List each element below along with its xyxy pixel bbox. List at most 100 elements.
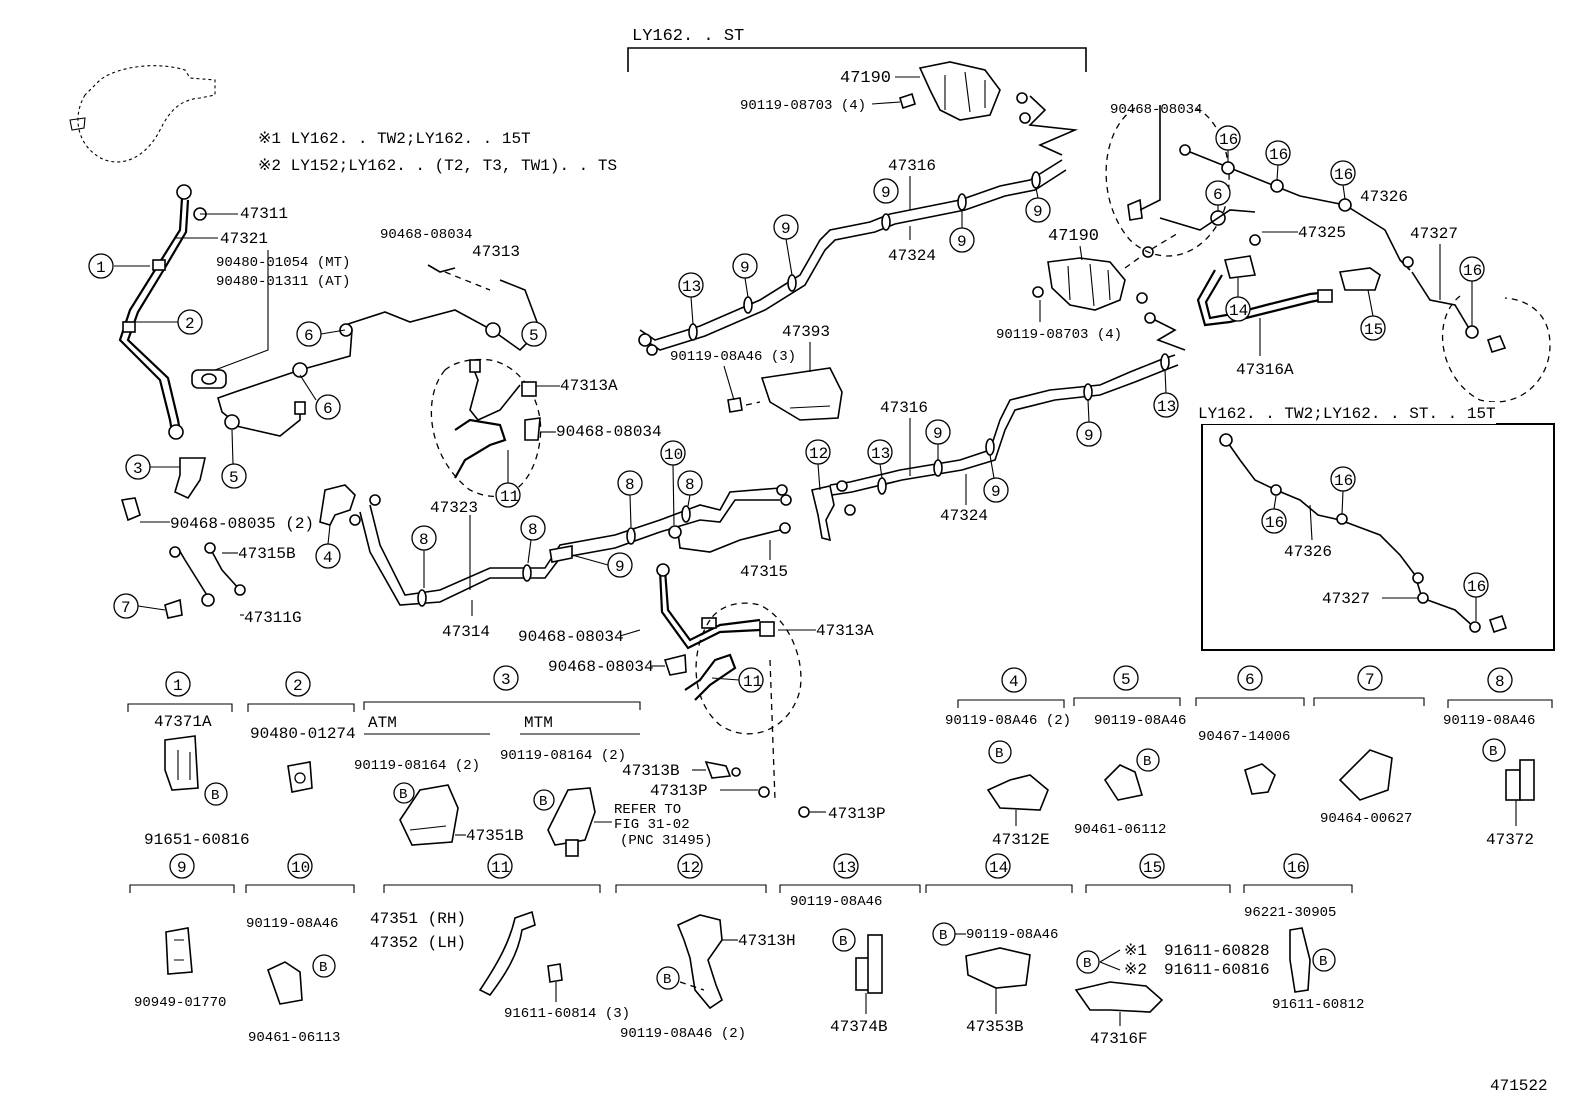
svg-text:90119-08A46 (2): 90119-08A46 (2) [620,1026,746,1042]
ref-9f: 9 [1025,197,1051,223]
callout-47393: 47393 [782,323,830,341]
ref-8c: 8 [617,470,643,496]
svg-text:16: 16 [1334,166,1353,184]
svg-text:16: 16 [1265,514,1284,532]
callout-47313B: 47313B [622,762,680,780]
legend-13: 13 90119-08A46 B 47374B [779,853,921,1036]
ref-3: 3 [125,454,151,480]
callout-90119-08703-b: 90119-08703 (4) [996,327,1122,343]
callout-47327-a: 47327 [1410,225,1458,243]
note-1: ※1 LY162. . TW2;LY162. . 15T [258,130,531,148]
svg-text:B: B [663,972,671,988]
note-2: ※2 LY152;LY162. . (T2, T3, TW1). . TS [258,157,617,175]
svg-text:16: 16 [1334,472,1353,490]
ref-11a: 11 [495,482,521,508]
legend-11: 11 47351 (RH) 47352 (LH) 91611-60814 (3) [370,853,630,1022]
legend-8: 8 90119-08A46 B 47372 [1443,667,1553,849]
svg-text:REFER TO: REFER TO [614,802,681,818]
svg-text:16: 16 [1463,262,1482,280]
svg-text:9: 9 [1084,427,1094,445]
svg-text:90119-08A46: 90119-08A46 [1094,713,1186,729]
ref-6b: 6 [315,394,341,420]
svg-text:5: 5 [229,469,239,487]
svg-text:13: 13 [682,278,701,296]
svg-text:13: 13 [871,445,890,463]
ref-9a: 9 [607,552,633,578]
callout-47316-b: 47316 [880,399,928,417]
svg-text:9: 9 [781,220,791,238]
main-pipe-47314 [359,484,792,607]
valve-47190-lower [1032,231,1186,351]
svg-text:13: 13 [1157,398,1176,416]
svg-text:90461-06113: 90461-06113 [248,1030,340,1046]
callout-90468-08034-d: 90468-08034 [548,658,654,676]
callout-90480-01311: 90480-01311 (AT) [216,274,350,290]
ref-9b: 9 [732,253,758,279]
svg-text:2: 2 [185,315,195,333]
svg-text:B: B [539,794,547,810]
svg-text:90467-14006: 90467-14006 [1198,729,1290,745]
ref-13a: 13 [678,272,704,298]
svg-text:FIG 31-02: FIG 31-02 [614,817,690,833]
ref-7: 7 [113,593,139,619]
svg-text:4: 4 [1009,673,1019,691]
inset-box: LY162. . TW2;LY162. . ST. . 15T [1196,402,1555,651]
svg-text:(PNC 31495): (PNC 31495) [620,833,712,849]
svg-text:16: 16 [1467,578,1486,596]
svg-text:11: 11 [743,673,762,691]
svg-text:47312E: 47312E [992,831,1050,849]
callout-90468-08034-a: 90468-08034 [380,227,472,243]
svg-text:91611-60814 (3): 91611-60814 (3) [504,1006,630,1022]
legend-15: 15 B ※1 91611-60828 ※2 91611-60816 47316… [1074,853,1270,1048]
callout-47327-b: 47327 [1322,590,1370,608]
callout-90468-08034-c: 90468-08034 [518,628,624,646]
callout-47313P-b: 47313P [828,805,886,823]
svg-text:47351B: 47351B [466,827,524,845]
svg-text:47353B: 47353B [966,1018,1024,1036]
svg-text:ATM: ATM [368,714,397,732]
ref-11b: 11 [738,667,764,693]
ref-4: 4 [315,543,341,569]
ref-12: 12 [805,439,831,465]
callout-47316A: 47316A [1236,361,1294,379]
lower-flex-hose [656,563,802,801]
svg-text:B: B [399,787,407,803]
callout-47325: 47325 [1298,224,1346,242]
ref-16c: 16 [1330,160,1356,186]
svg-text:47374B: 47374B [830,1018,888,1036]
svg-text:9: 9 [1033,203,1043,221]
figure-id: 471522 [1490,1077,1548,1095]
svg-text:8: 8 [625,476,635,494]
svg-text:90119-08A46: 90119-08A46 [790,894,882,910]
legend-7: 7 90464-00627 [1313,665,1425,827]
callout-47323: 47323 [430,499,478,517]
legend-14: 14 B 90119-08A46 47353B [925,853,1073,1036]
ref-6c: 6 [1205,180,1231,206]
svg-text:90119-08164 (2): 90119-08164 (2) [500,748,626,764]
ref-15: 15 [1360,315,1386,341]
svg-text:2: 2 [293,677,303,695]
ref-9i: 9 [1076,421,1102,447]
ref-16g: 16 [1463,572,1489,598]
svg-text:90119-08164 (2): 90119-08164 (2) [354,758,480,774]
ref-9d: 9 [873,178,899,204]
master-cylinder-outline [69,65,216,163]
svg-text:47313H: 47313H [738,932,796,950]
callout-47314: 47314 [442,623,490,641]
svg-text:96221-30905: 96221-30905 [1244,905,1336,921]
svg-text:8: 8 [528,521,538,539]
callout-47190-a: 47190 [840,69,891,88]
svg-text:B: B [1083,956,1091,972]
ref-13b: 13 [867,439,893,465]
legend-16: 16 96221-30905 B 91611-60812 [1243,853,1364,1013]
callout-47324-b: 47324 [940,507,988,525]
detail-circle-upper [430,358,542,497]
svg-text:6: 6 [1213,186,1223,204]
svg-text:7: 7 [1365,671,1375,689]
svg-text:16: 16 [1269,146,1288,164]
svg-text:7: 7 [121,599,131,617]
svg-text:5: 5 [529,327,539,345]
svg-text:4: 4 [323,549,333,567]
callout-47326-b: 47326 [1284,543,1332,561]
callout-90468-08034-e: 90468-08034 [1110,102,1202,118]
